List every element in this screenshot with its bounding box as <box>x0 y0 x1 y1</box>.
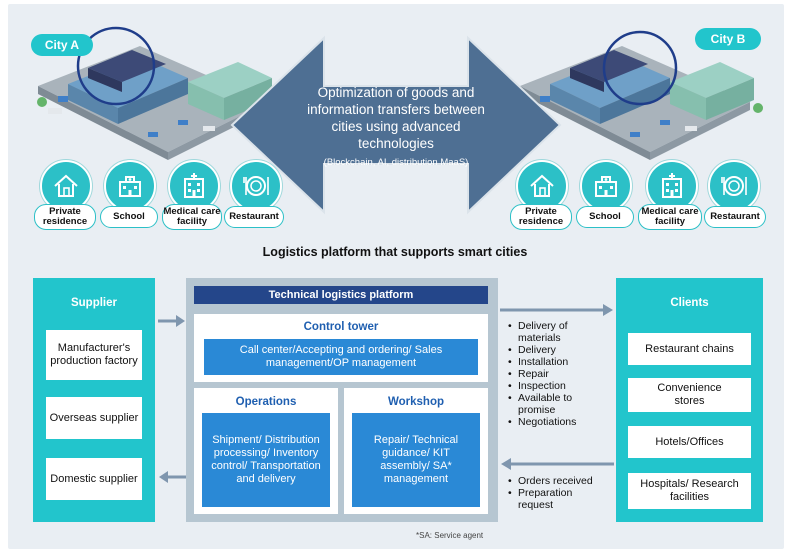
arrow-supplier-to-platform <box>158 315 185 327</box>
label-medical-b: Medical care facility <box>638 204 702 230</box>
clients-title: Clients <box>670 297 709 309</box>
house-icon <box>40 160 92 212</box>
workshop-title: Workshop <box>387 396 444 408</box>
arrow-platform-to-clients <box>500 304 613 316</box>
label-private-residence-b: Private residence <box>510 204 572 230</box>
supplier-item: Domestic supplier <box>46 458 142 500</box>
client-item: Hospitals/ Research facilities <box>628 473 751 509</box>
arrow-clients-to-platform <box>501 458 614 470</box>
supplier-item: Overseas supplier <box>46 397 142 439</box>
city-b-pill: City B <box>695 28 761 50</box>
arrow-platform-to-supplier <box>159 471 186 483</box>
control-tower-title: Control tower <box>303 321 379 333</box>
list-item: Inspection <box>508 380 608 392</box>
plate-icon <box>230 160 282 212</box>
list-item: Delivery of materials <box>508 320 608 344</box>
label-private-residence-a: Private residence <box>34 204 96 230</box>
list-item: Delivery <box>508 344 608 356</box>
hospital-icon <box>646 160 698 212</box>
workshop-detail: Repair/ Technical guidance/ KIT assembly… <box>352 413 480 507</box>
list-item: Available to promise <box>508 392 608 416</box>
supplier-item: Manufacturer's production factory <box>46 330 142 380</box>
services-out-list: Delivery of materials Delivery Installat… <box>508 320 608 428</box>
center-message: Optimization of goods and information tr… <box>296 84 496 171</box>
list-item: Installation <box>508 356 608 368</box>
plate-icon <box>708 160 760 212</box>
label-restaurant-a: Restaurant <box>224 206 284 228</box>
double-arrow-icon <box>230 35 562 215</box>
list-item: Repair <box>508 368 608 380</box>
house-icon <box>516 160 568 212</box>
client-item: Restaurant chains <box>628 333 751 365</box>
label-restaurant-b: Restaurant <box>704 206 766 228</box>
city-a-pill: City A <box>31 34 93 56</box>
supplier-title: Supplier <box>70 297 117 309</box>
school-icon <box>104 160 156 212</box>
center-line-3: cities using advanced technologies <box>331 119 461 151</box>
footnote: *SA: Service agent <box>416 531 484 540</box>
section-title: Logistics platform that supports smart c… <box>262 245 528 259</box>
city-b-illustration <box>519 30 763 160</box>
list-item: Preparation request <box>508 487 608 511</box>
services-in-list: Orders received Preparation request <box>508 475 608 511</box>
school-icon <box>580 160 632 212</box>
center-line-1: Optimization of goods and <box>317 85 475 100</box>
client-item: Convenience stores <box>628 378 751 412</box>
center-line-2: information transfers between <box>307 102 485 117</box>
label-medical-a: Medical care facility <box>162 204 222 230</box>
platform-title: Technical logistics platform <box>194 286 488 304</box>
list-item: Negotiations <box>508 416 608 428</box>
hospital-icon <box>168 160 220 212</box>
list-item: Orders received <box>508 475 608 487</box>
center-line-4: (Blockchain, AI, distribution MaaS) <box>323 157 469 168</box>
control-tower-detail: Call center/Accepting and ordering/ Sale… <box>204 339 478 375</box>
operations-detail: Shipment/ Distribution processing/ Inven… <box>202 413 330 507</box>
label-school-b: School <box>576 206 634 228</box>
label-school-a: School <box>100 206 158 228</box>
client-item: Hotels/Offices <box>628 426 751 458</box>
operations-title: Operations <box>235 396 297 408</box>
